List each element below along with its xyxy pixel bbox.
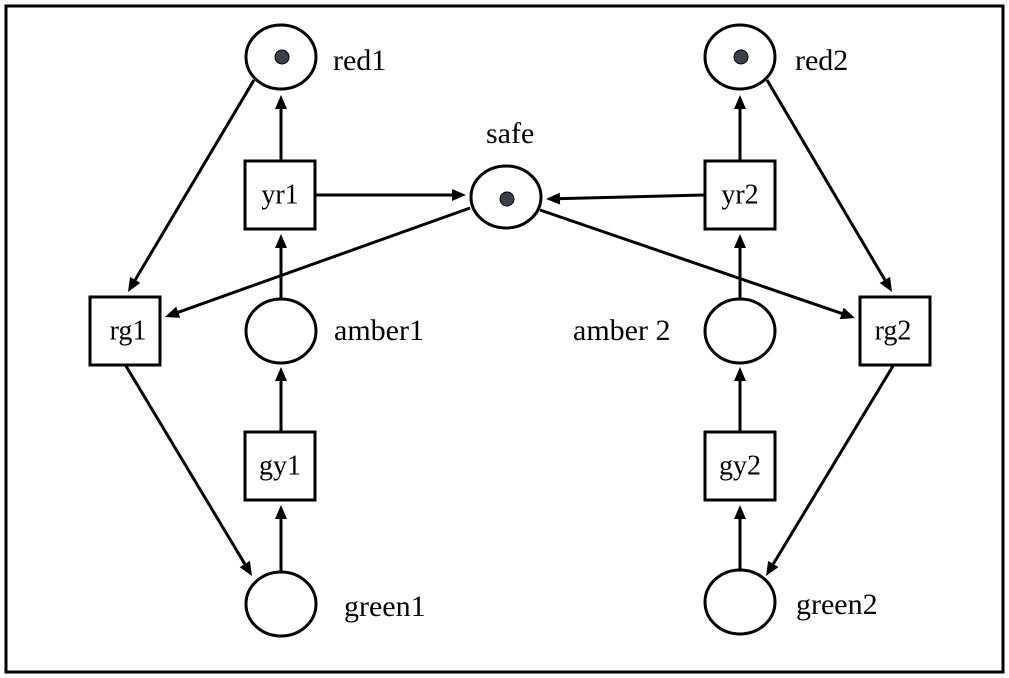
arrowhead-amber1-to-yr1 (275, 234, 287, 248)
token-red1 (274, 49, 290, 65)
place-red2-label: red2 (795, 44, 848, 77)
token-safe (499, 191, 515, 207)
transition-yr1: yr1 (243, 159, 317, 231)
place-amber1-label: amber1 (334, 314, 424, 347)
arc-rg1-to-green1 (124, 365, 247, 565)
place-green2: green2 (703, 568, 878, 636)
arc-safe-to-rg1 (177, 206, 471, 314)
arrowhead-yr2-to-red2 (734, 95, 746, 109)
transition-gy1-label: gy1 (259, 451, 301, 482)
transition-yr2-label: yr2 (721, 180, 758, 211)
arrowhead-green1-to-gy1 (275, 505, 287, 519)
transition-gy2: gy2 (703, 430, 777, 502)
transition-yr1-label: yr1 (261, 180, 298, 211)
arrowhead-red1-to-rg1 (128, 276, 141, 292)
arrowhead-green2-to-gy2 (734, 505, 746, 519)
transition-gy1-box (243, 430, 317, 502)
place-amber2-circle (703, 297, 777, 365)
place-safe: safe (469, 117, 543, 230)
place-green2-circle (703, 568, 777, 636)
arrowhead-safe-to-rg1 (165, 306, 181, 318)
transition-gy1: gy1 (243, 430, 317, 502)
transition-yr2: yr2 (703, 159, 777, 231)
diagram-frame (4, 4, 1005, 674)
transition-rg2: rg2 (858, 295, 932, 367)
transition-yr1-box (243, 159, 317, 231)
arc-red1-to-rg1 (133, 79, 256, 281)
transition-rg1-box (88, 295, 162, 367)
transition-rg2-label: rg2 (875, 316, 912, 347)
arrowhead-yr1-to-safe (452, 189, 466, 201)
arrowhead-safe-to-rg2 (839, 307, 855, 320)
token-red2 (733, 49, 749, 65)
arc-red2-to-rg2 (765, 79, 887, 281)
place-amber1: amber1 (244, 297, 424, 365)
transition-gy2-label: gy2 (719, 451, 761, 482)
place-red1-label: red1 (333, 44, 386, 77)
transition-rg1: rg1 (88, 295, 162, 367)
place-green2-label: green2 (796, 588, 878, 621)
arc-safe-to-rg2 (539, 208, 843, 315)
arc-yr2-to-safe (559, 193, 705, 201)
place-amber2: amber 2 (573, 297, 777, 365)
arrowhead-yr1-to-red1 (275, 95, 287, 109)
arrowhead-amber2-to-yr2 (734, 234, 746, 248)
place-amber2-label: amber 2 (573, 314, 670, 347)
place-green1-label: green1 (344, 590, 426, 623)
transition-yr2-box (703, 159, 777, 231)
arrowhead-rg1-to-green1 (239, 560, 252, 576)
place-red2: red2 (703, 23, 848, 91)
arc-rg2-to-green2 (771, 365, 895, 565)
arcs (124, 79, 895, 576)
arrowhead-gy1-to-amber1 (275, 367, 287, 381)
arrowhead-rg2-to-green2 (766, 560, 779, 576)
place-green1: green1 (244, 570, 426, 638)
place-red1: red1 (244, 23, 386, 91)
transition-gy2-box (703, 430, 777, 502)
transition-rg1-label: rg1 (110, 316, 147, 347)
place-green1-circle (244, 570, 318, 638)
arrowhead-yr2-to-safe (546, 192, 561, 205)
arrowhead-red2-to-rg2 (879, 276, 892, 292)
transition-rg2-box (858, 295, 932, 367)
place-amber1-circle (244, 297, 318, 365)
arrowhead-gy2-to-amber2 (734, 367, 746, 381)
place-safe-label: safe (486, 117, 534, 150)
